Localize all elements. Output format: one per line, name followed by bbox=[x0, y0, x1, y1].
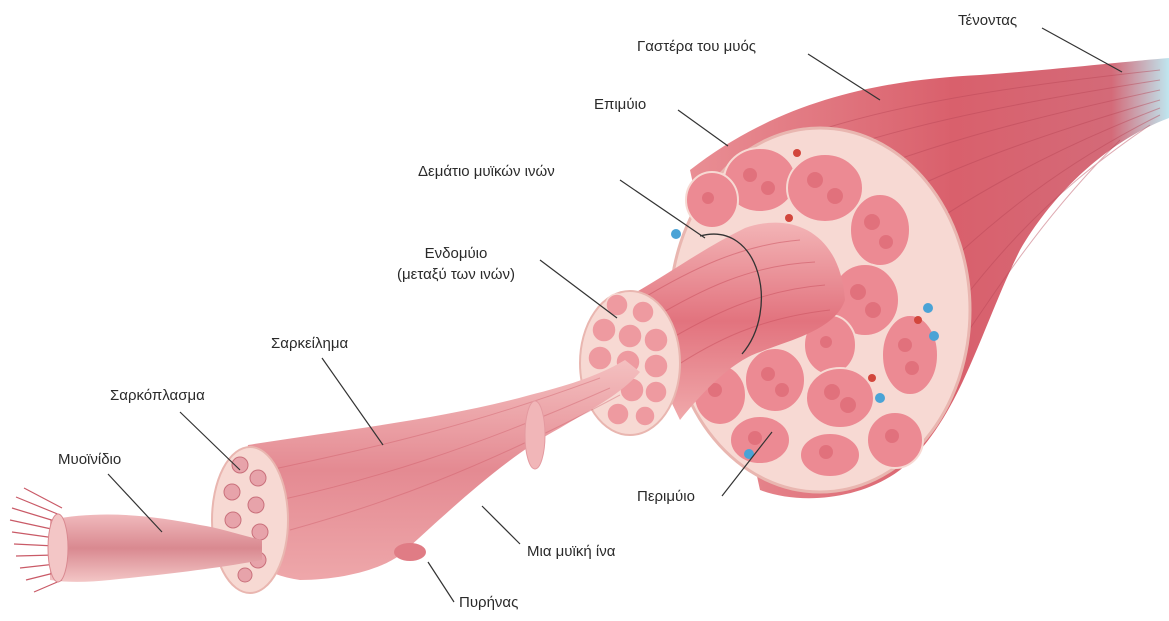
epimysium-label: Επιμύιο bbox=[594, 96, 646, 114]
endomysium-label-line1: Ενδομύιο bbox=[372, 245, 540, 263]
fiber-nucleus bbox=[394, 543, 426, 561]
perimysium-label: Περιμύιο bbox=[637, 488, 695, 506]
myofibril-label: Μυοϊνίδιο bbox=[58, 451, 121, 469]
sarcolemma-label: Σαρκείλημα bbox=[271, 335, 348, 353]
nucleus-label: Πυρήνας bbox=[459, 594, 518, 612]
muscle-belly-label: Γαστέρα του μυός bbox=[637, 38, 756, 56]
endomysium-label-line2: (μεταξύ των ινών) bbox=[372, 266, 540, 284]
epimysium-leader bbox=[678, 110, 728, 146]
sarcoplasm-label: Σαρκόπλασμα bbox=[110, 387, 205, 405]
fiber-band bbox=[525, 401, 545, 469]
tendon-leader bbox=[1042, 28, 1122, 72]
fiber-label: Μια μυϊκή ίνα bbox=[527, 543, 615, 561]
tendon-label: Τένοντας bbox=[958, 12, 1017, 30]
myofibril-end bbox=[48, 514, 68, 582]
fiber-leader bbox=[482, 506, 520, 544]
sarcoplasm-leader bbox=[180, 412, 240, 470]
fascicle-label: Δεμάτιο μυϊκών ινών bbox=[418, 163, 555, 181]
belly-leader bbox=[808, 54, 880, 100]
nucleus-leader bbox=[428, 562, 454, 602]
endomysium-leader bbox=[540, 260, 617, 318]
